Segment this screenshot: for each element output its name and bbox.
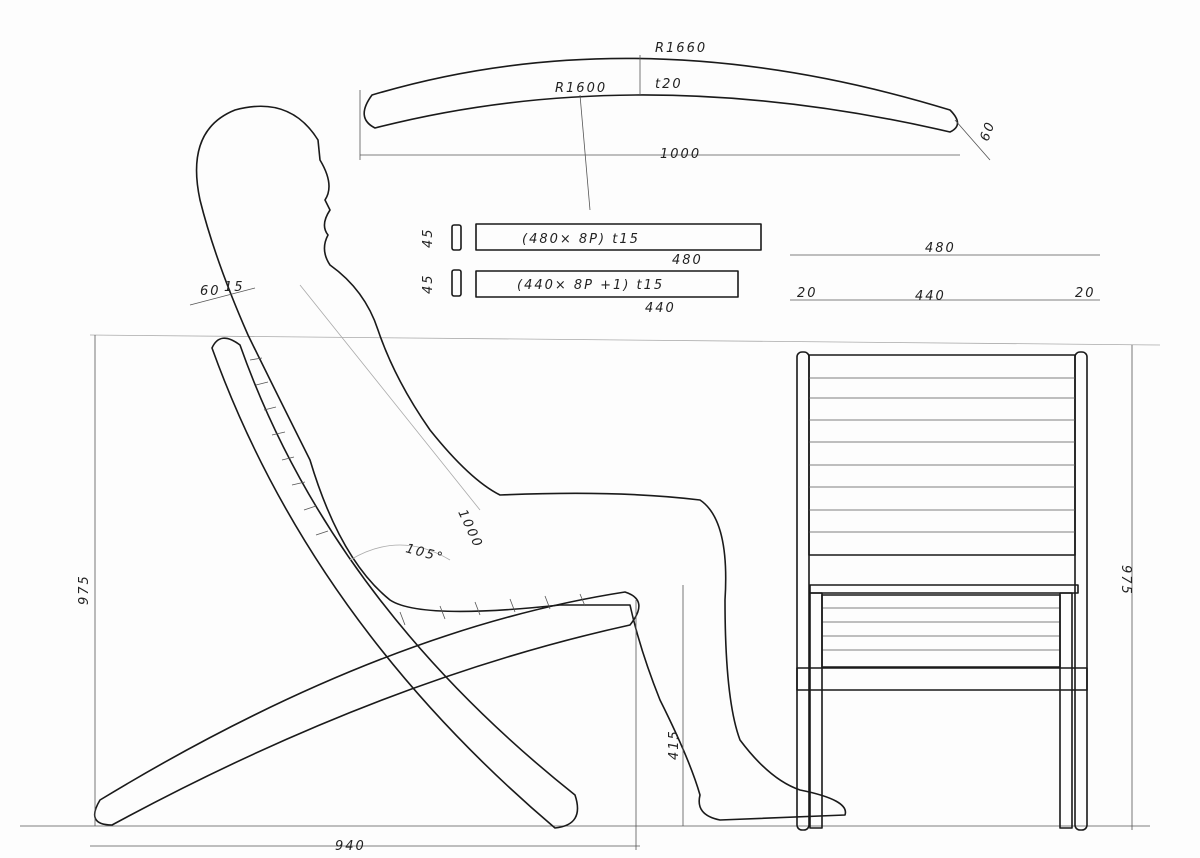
left-side-label: 20 — [797, 286, 818, 301]
angle-arc — [349, 544, 451, 561]
right-side-label: 20 — [1075, 286, 1096, 301]
top-reference-line — [89, 334, 1161, 346]
depth-label: 940 — [335, 839, 366, 854]
slat-1-spec: (480× 8P) t15 — [522, 232, 640, 247]
angle-label: 105° — [404, 541, 446, 566]
thickness-label: t20 — [655, 77, 683, 92]
slat-1 — [475, 223, 762, 251]
back-width-label: 60 — [200, 284, 221, 299]
slat-2-width: 45 — [421, 273, 436, 294]
seat-slats — [399, 593, 586, 626]
overall-width-label: 480 — [925, 241, 956, 256]
slat-section-2 — [451, 269, 462, 297]
back-offset-label: 15 — [224, 280, 245, 295]
front-view-chair — [796, 351, 1088, 831]
slat-1-width: 45 — [421, 227, 436, 248]
seat-leg-bar — [93, 591, 640, 826]
human-silhouette — [195, 105, 847, 821]
slat-2 — [475, 270, 739, 298]
back-length-line — [299, 284, 481, 511]
curved-top-slat — [363, 57, 959, 133]
width-label: 60 — [978, 119, 999, 143]
length-label: 1000 — [660, 147, 701, 162]
slat-2-spec: (440× 8P +1) t15 — [517, 278, 664, 293]
inner-radius-label: R1600 — [555, 81, 607, 96]
inner-width-label: 440 — [915, 289, 946, 304]
radius-leader — [579, 94, 591, 211]
back-length-label: 1000 — [454, 507, 485, 551]
width-dimension-line — [954, 119, 991, 161]
back-slats — [249, 357, 329, 536]
back-width-dim — [189, 287, 256, 306]
outer-radius-label: R1660 — [655, 41, 707, 56]
seat-height-label: 415 — [667, 729, 682, 760]
front-height-label: 975 — [1118, 565, 1133, 596]
slat-section-1 — [451, 224, 462, 251]
slat-2-length: 440 — [645, 301, 676, 316]
slat-1-length: 480 — [672, 253, 703, 268]
height-label: 975 — [77, 574, 92, 605]
back-frame-bar — [211, 337, 579, 829]
